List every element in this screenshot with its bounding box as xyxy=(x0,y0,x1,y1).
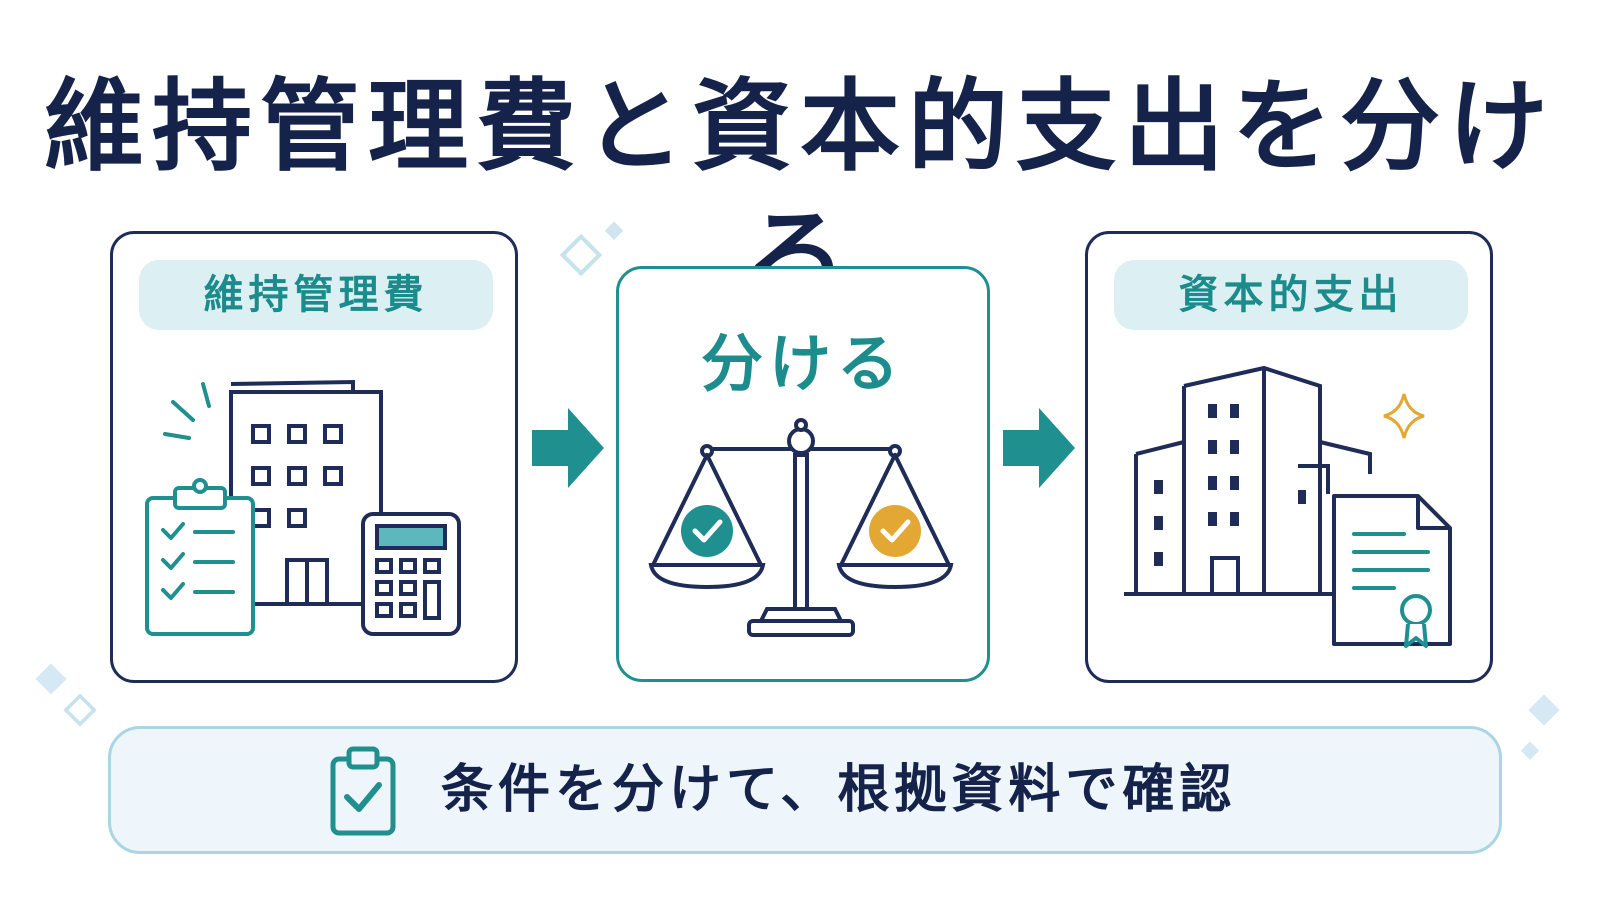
flow-arrow-icon xyxy=(532,408,604,488)
capital-expenditure-card: 資本的支出 xyxy=(1085,231,1493,683)
separate-card: 分ける xyxy=(616,266,990,682)
building-icon xyxy=(229,379,383,606)
maintenance-illustration xyxy=(145,379,461,636)
maintenance-cost-card: 維持管理費 xyxy=(110,231,518,683)
confirmation-banner: 条件を分けて、根拠資料で確認 xyxy=(108,726,1502,854)
capex-illustration xyxy=(1124,365,1452,648)
separate-label: 分ける xyxy=(700,327,905,400)
office-buildings-icon xyxy=(1124,365,1372,596)
balance-scale-icon xyxy=(648,418,954,637)
capital-expenditure-label: 資本的支出 xyxy=(1114,260,1468,330)
page-title: 維持管理費と資本的支出を分ける xyxy=(44,68,1556,315)
certificate-document-icon xyxy=(1332,494,1452,648)
clipboard-check-icon xyxy=(330,746,396,836)
confirmation-text: 条件を分けて、根拠資料で確認 xyxy=(441,760,1237,820)
spark-lines-icon xyxy=(163,382,211,440)
maintenance-cost-label: 維持管理費 xyxy=(139,260,493,330)
sparkle-icon xyxy=(1383,393,1425,439)
calculator-icon xyxy=(361,512,461,636)
check-circle-icon xyxy=(681,505,921,557)
checklist-clipboard-icon xyxy=(145,478,255,636)
flow-arrow-icon xyxy=(1003,408,1075,488)
